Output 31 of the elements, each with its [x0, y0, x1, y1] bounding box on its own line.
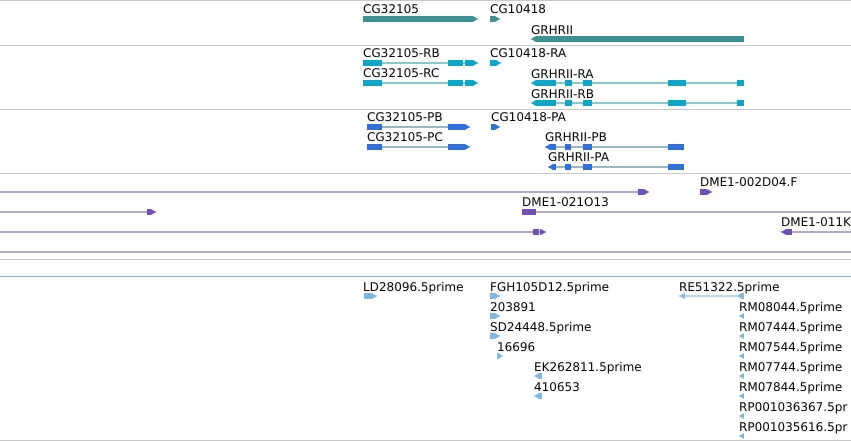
feature-label: RM07444.5prime	[739, 320, 842, 334]
feature-label: RM07844.5prime	[739, 380, 842, 394]
feature-label: GRHRII-PB	[545, 130, 608, 144]
feature-label: RM07744.5prime	[739, 360, 842, 374]
feature-label: GRHRII-PA	[548, 150, 610, 164]
feature-label: 410653	[534, 380, 580, 394]
feature-label: CG32105-RC	[363, 66, 440, 80]
feature-label: CG10418-PA	[491, 110, 566, 124]
feature-label: GRHRII-RB	[531, 87, 595, 101]
feature-label: DME1-021O13	[522, 195, 610, 209]
feature-label: CG32105-PB	[367, 110, 444, 124]
feature-label: 203891	[490, 300, 536, 314]
feature-label: LD28096.5prime	[363, 280, 464, 294]
feature-label: GRHRII-RA	[531, 67, 594, 81]
feature-label: FGH105D12.5prime	[490, 280, 610, 294]
feature-label: RE51322.5prime	[679, 280, 780, 294]
feature-label: GRHRII	[531, 23, 574, 37]
feature-label: DME1-002D04.F	[700, 175, 798, 189]
feature-label: RM08044.5prime	[739, 300, 842, 314]
feature-label: DME1-011K	[781, 215, 851, 229]
feature-label: RP001035616.5pr	[739, 420, 848, 434]
feature-label: RP001036367.5pr	[739, 400, 848, 414]
feature-label: RM07544.5prime	[739, 340, 842, 354]
feature-label: CG32105	[363, 2, 420, 16]
feature-label: 16696	[497, 340, 536, 354]
feature-label: SD24448.5prime	[490, 320, 592, 334]
feature-label: EK262811.5prime	[534, 360, 642, 374]
feature-label: CG10418-RA	[490, 46, 566, 60]
feature-label: CG32105-PC	[367, 130, 444, 144]
feature-label: CG10418	[490, 2, 546, 16]
feature-label: CG32105-RB	[363, 46, 441, 60]
